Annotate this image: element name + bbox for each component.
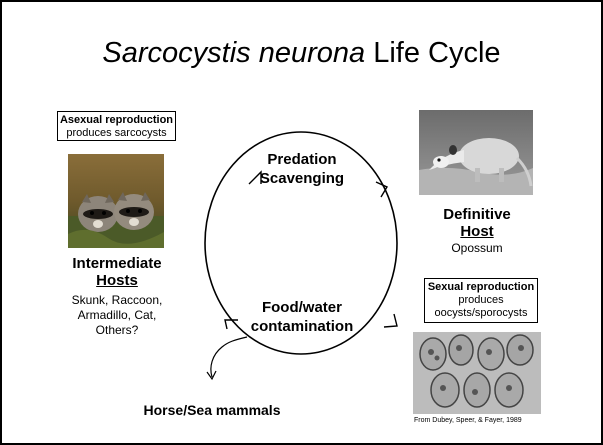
photo-credit: From Dubey, Speer, & Fayer, 1989	[414, 416, 546, 425]
dead-end-arrow	[211, 337, 247, 377]
dead-end-hosts-label: Horse/Sea mammals	[132, 402, 292, 419]
sporocyst-micrograph	[413, 332, 541, 414]
predation-label: Predation Scavenging	[252, 150, 352, 188]
definitive-line1: Definitive	[407, 206, 547, 223]
definitive-host-label: Definitive Host	[407, 206, 547, 240]
predation-line1: Predation	[252, 150, 352, 169]
opossum-photo	[419, 110, 533, 195]
arrow-head-bottom-right	[384, 314, 397, 327]
sexual-line3: oocysts/sporocysts	[425, 307, 537, 320]
sexual-line2: produces	[425, 294, 537, 307]
definitive-host-name: Opossum	[407, 241, 547, 256]
contamination-line1: Food/water	[242, 298, 362, 317]
definitive-line2: Host	[407, 223, 547, 240]
sexual-heading: Sexual reproduction	[425, 281, 537, 294]
arrow-head-top-right	[376, 182, 387, 197]
predation-line2: Scavenging	[252, 169, 352, 188]
sexual-reproduction-box: Sexual reproduction produces oocysts/spo…	[424, 278, 538, 323]
contamination-label: Food/water contamination	[242, 298, 362, 336]
contamination-line2: contamination	[242, 317, 362, 336]
